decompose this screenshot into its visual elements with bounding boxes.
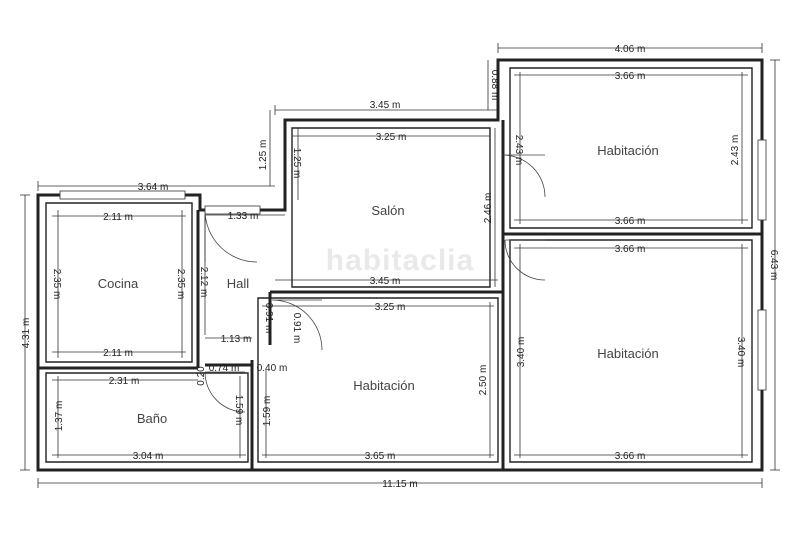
dim-salon-top-outer: 3.45 m	[370, 100, 401, 111]
dim-total-width: 11.15 m	[382, 479, 417, 490]
interior-walls	[38, 120, 762, 470]
dim-total-height-right: 6.43 m	[768, 250, 779, 281]
dim-bano-left: 1.37 m	[54, 401, 65, 432]
dim-salon-right: 2.46 m	[483, 193, 494, 224]
dim-hall-bottom: 1.13 m	[221, 334, 252, 345]
dim-hab-br-left: 3.40 m	[516, 337, 527, 368]
dim-cocina-left: 2.35 m	[51, 269, 62, 300]
dim-hab-center-right: 2.50 m	[478, 365, 489, 396]
room-label-habitacion-center: Habitación	[353, 378, 414, 393]
dimension-lines	[20, 43, 780, 488]
windows	[59, 139, 767, 391]
outer-walls	[36, 58, 764, 472]
window-right-bottom	[757, 309, 767, 391]
room-label-hall: Hall	[227, 276, 250, 291]
window-right-top	[757, 139, 767, 221]
dim-salon-top-inner: 3.25 m	[376, 132, 407, 143]
dim-hall-top: 1.33 m	[228, 211, 259, 222]
dim-hall-small-b: 0.40 m	[257, 363, 288, 374]
dim-hall-door-a: 0.91 m	[263, 303, 274, 334]
dim-bano-bottom: 3.04 m	[133, 451, 164, 462]
dim-hab-br-right: 3.40 m	[735, 337, 746, 368]
dim-hall-left: 2.12 m	[198, 267, 209, 298]
door-habitacion-tr	[502, 154, 546, 198]
dim-hall-small-c: 0.20	[196, 366, 207, 386]
window-cocina	[59, 190, 186, 200]
dim-hab-br-top: 3.66 m	[615, 244, 646, 255]
dim-hab-tr-bottom: 3.66 m	[615, 216, 646, 227]
dim-total-height-left: 4.31 m	[21, 318, 32, 349]
room-labels: Salón Cocina Hall Baño Habitación Habita…	[98, 143, 659, 426]
dim-hall-door-b: 0.91 m	[291, 313, 302, 344]
dim-hab-tr-top: 3.66 m	[615, 71, 646, 82]
dim-salon-step-outer: 1.25 m	[258, 140, 269, 171]
room-label-habitacion-bottom-right: Habitación	[597, 346, 658, 361]
dim-cocina-right: 2.35 m	[175, 269, 186, 300]
room-label-habitacion-top-right: Habitación	[597, 143, 658, 158]
dim-salon-step-inner: 1.25 m	[291, 148, 302, 179]
dim-hab-center-bottom: 3.65 m	[365, 451, 396, 462]
door-habitacion-br	[504, 239, 546, 281]
dim-cocina-bottom: 2.11 m	[103, 348, 133, 359]
dimension-labels: 11.15 m 4.06 m 3.64 m 3.45 m 3.25 m 3.45…	[103, 44, 645, 490]
door-bano	[204, 371, 246, 413]
room-label-cocina: Cocina	[98, 276, 139, 291]
dim-hab-br-bottom: 3.66 m	[615, 451, 646, 462]
room-label-salon: Salón	[371, 203, 404, 218]
dim-hab-tr-right: 2.43 m	[730, 135, 741, 166]
dim-hab-center-top: 3.25 m	[375, 302, 406, 313]
dim-bano-top: 2.31 m	[109, 376, 140, 387]
watermark-logo: habitaclia	[326, 244, 474, 277]
dim-hab-tr-left: 2.43 m	[513, 135, 524, 166]
dimension-labels-vertical: 4.31 m 6.43 m 0.88 m 1.25 m 1.25 m 2.46 …	[21, 70, 779, 432]
dim-bano-right: 1.59 m	[233, 395, 244, 426]
dim-top-right-width: 4.06 m	[615, 44, 646, 55]
dim-cocina-top: 2.11 m	[103, 212, 133, 223]
dim-top-right-offset: 0.88 m	[489, 70, 500, 101]
room-label-bano: Baño	[137, 411, 167, 426]
dim-left-block-width: 3.64 m	[138, 182, 169, 193]
dim-hab-center-left: 1.59 m	[262, 396, 273, 427]
dim-hall-small-a: 0.74 m	[209, 363, 240, 374]
door-habitacion-center	[271, 299, 323, 351]
dim-salon-bottom: 3.45 m	[370, 276, 401, 287]
